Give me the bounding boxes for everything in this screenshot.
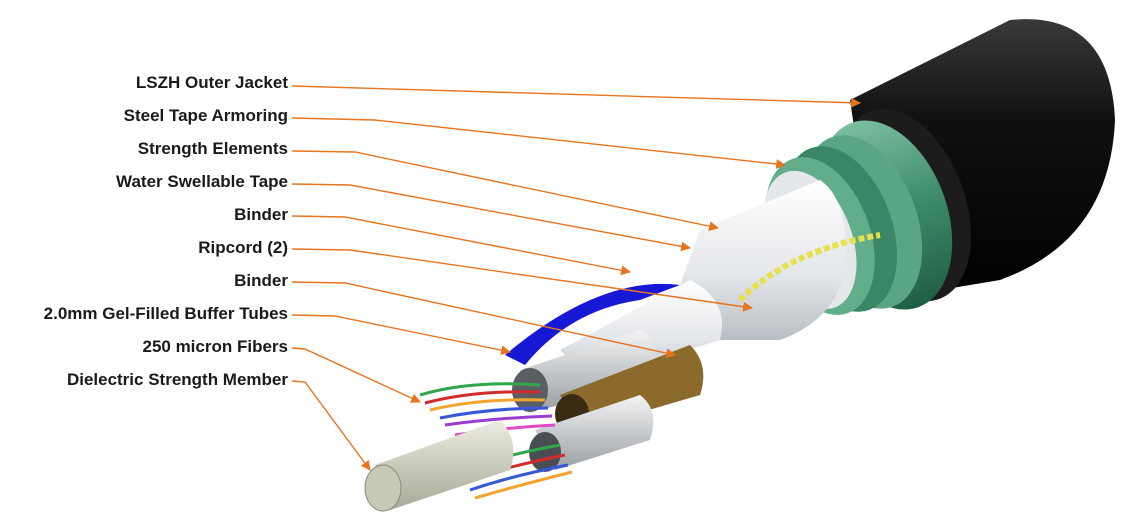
- label-binder-2: Binder: [234, 271, 288, 290]
- label-strength-member: Dielectric Strength Member: [66, 370, 288, 389]
- leader-water-tape: [291, 183, 691, 252]
- leader-lines: [291, 85, 861, 471]
- leader-fibers: [291, 347, 421, 403]
- label-buffer-tubes: 2.0mm Gel-Filled Buffer Tubes: [43, 304, 288, 323]
- label-strength-elements: Strength Elements: [137, 139, 288, 158]
- leader-strength-member: [291, 380, 371, 471]
- leader-outer-jacket: [291, 85, 861, 108]
- label-steel-tape: Steel Tape Armoring: [123, 106, 288, 125]
- leader-ripcord: [291, 248, 753, 312]
- label-binder-1: Binder: [234, 205, 288, 224]
- leader-steel-tape: [291, 117, 786, 169]
- strength-member-shape: [364, 420, 514, 512]
- leader-binder-2: [291, 281, 676, 358]
- label-water-tape: Water Swellable Tape: [116, 172, 288, 191]
- leader-buffer-tubes: [291, 314, 511, 356]
- label-outer-jacket: LSZH Outer Jacket: [135, 73, 288, 92]
- leader-binder-1: [291, 215, 631, 276]
- label-ripcord: Ripcord (2): [198, 238, 288, 257]
- leader-strength-elements: [291, 150, 719, 231]
- label-fibers: 250 micron Fibers: [142, 337, 288, 356]
